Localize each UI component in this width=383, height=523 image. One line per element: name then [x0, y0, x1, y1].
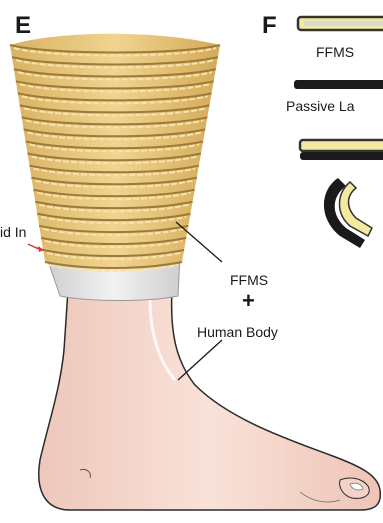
stacked-strip-bottom	[300, 152, 383, 160]
plus-sign: +	[242, 290, 255, 312]
ffms-right-label: FFMS	[316, 44, 354, 60]
panel-label-f: F	[262, 12, 277, 40]
panel-label-e: E	[15, 12, 31, 40]
passive-layer-strip	[294, 80, 383, 89]
human-body-label: Human Body	[197, 324, 278, 340]
passive-layer-label: Passive La	[286, 98, 354, 114]
stacked-strip-top	[300, 140, 383, 151]
ffms-label: FFMS	[230, 272, 268, 288]
ffms-strip-inner	[304, 21, 383, 26]
body-leader	[178, 340, 222, 380]
fluid-in-label: id In	[0, 224, 26, 240]
